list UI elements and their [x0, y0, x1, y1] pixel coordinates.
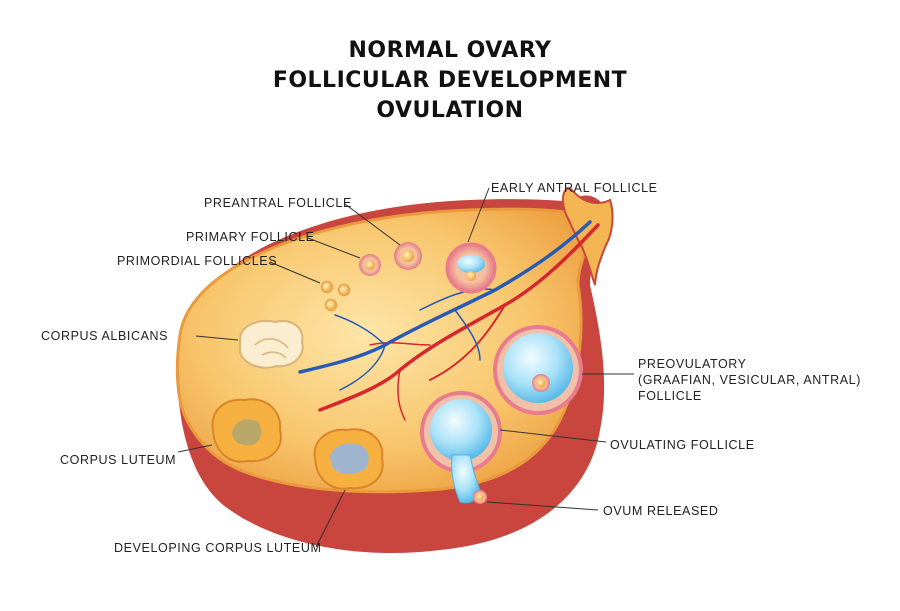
corpus-luteum-shape: [211, 398, 282, 463]
preantral-follicle-shape: [394, 242, 422, 270]
leader-lines: [177, 187, 634, 548]
diagram-title-line-3: OVULATION: [376, 98, 524, 123]
developing-corpus-luteum-shape: [313, 428, 384, 490]
primordial-follicles-shapes: [320, 280, 351, 312]
diagram-title-line-1: NORMAL OVARY: [348, 38, 552, 63]
primary-follicle-shape: [359, 254, 381, 276]
label-ovum-released: OVUM RELEASED: [603, 504, 719, 518]
diagram-title-line-2: FOLLICULAR DEVELOPMENT: [272, 68, 628, 93]
label-primary-follicle: PRIMARY FOLLICLE: [186, 230, 315, 244]
early-antral-follicle-shape: [445, 242, 497, 294]
artery: [318, 223, 600, 412]
label-ovulating-follicle: OVULATING FOLLICLE: [610, 438, 755, 452]
corpus-albicans-shape: [239, 320, 304, 369]
label-corpus-luteum: CORPUS LUTEUM: [60, 453, 177, 467]
vein: [298, 220, 592, 374]
label-preovulatory-line-1: PREOVULATORY: [638, 357, 747, 371]
label-preovulatory-line-3: FOLLICLE: [638, 389, 702, 403]
preovulatory-follicle-shape: [493, 325, 583, 415]
label-primordial-follicles: PRIMORDIAL FOLLICLES: [117, 254, 278, 268]
label-developing-corpus-luteum: DEVELOPING CORPUS LUTEUM: [114, 541, 322, 555]
label-preantral-follicle: PREANTRAL FOLLICLE: [204, 196, 352, 210]
ovulating-follicle-shape: [420, 391, 502, 504]
label-preovulatory-line-2: (GRAAFIAN, VESICULAR, ANTRAL): [638, 373, 861, 387]
blood-vessels: [298, 220, 600, 421]
label-early-antral-follicle: EARLY ANTRAL FOLLICLE: [491, 181, 658, 195]
label-corpus-albicans: CORPUS ALBICANS: [41, 329, 169, 343]
